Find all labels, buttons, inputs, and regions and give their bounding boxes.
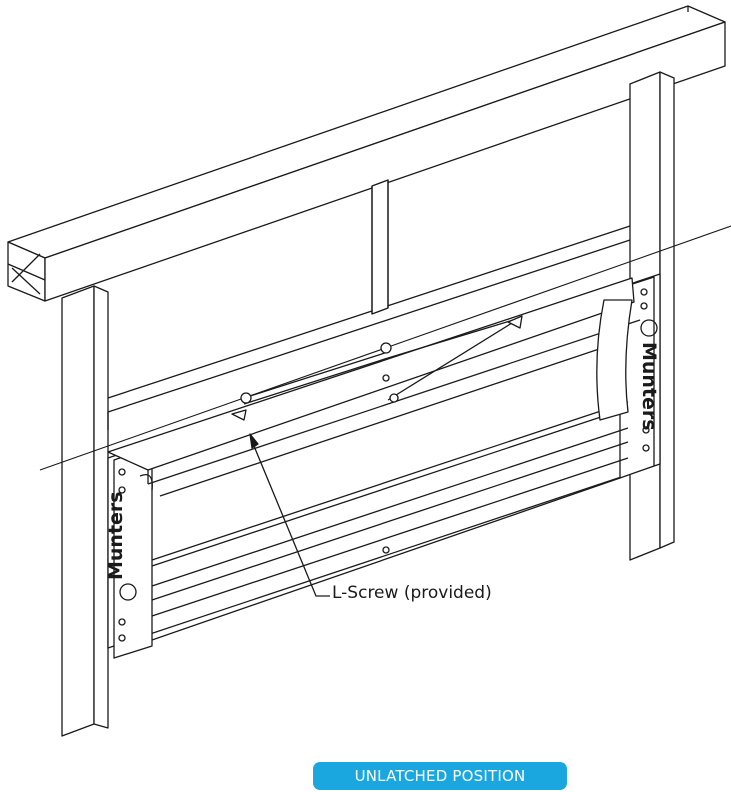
brand-logo-left: Munters xyxy=(105,491,137,601)
left-post xyxy=(61,285,109,737)
window-frame xyxy=(107,179,631,430)
brand-logo-right: Munters xyxy=(638,319,660,431)
header-beam xyxy=(7,5,726,302)
l-screw-callout: L-Screw (provided) xyxy=(332,583,492,603)
inlet-door xyxy=(107,277,641,617)
position-badge: UNLATCHED POSITION xyxy=(313,762,567,790)
mounting-holes xyxy=(118,288,650,642)
brand-logo-text: Munters xyxy=(105,491,127,580)
callout-leader xyxy=(249,433,330,597)
hardware xyxy=(231,315,523,554)
brand-logo-text: Munters xyxy=(638,342,660,431)
